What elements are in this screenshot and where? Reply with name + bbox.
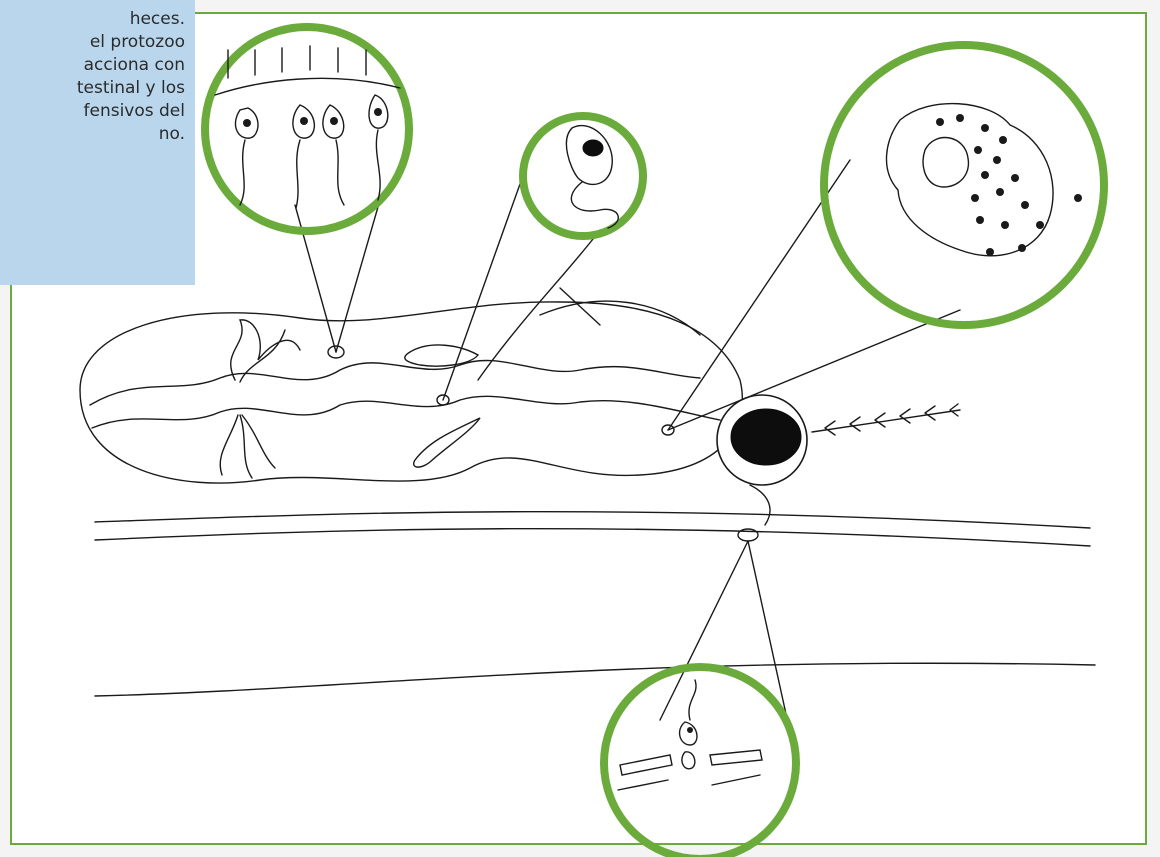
magnified-view-epithelium: [205, 27, 409, 231]
info-text-box: heces. el protozoo acciona con testinal …: [0, 0, 195, 285]
info-text-line: el protozoo: [0, 31, 185, 54]
magnified-view-tissue: [604, 667, 796, 857]
magnified-view-amoeba: [824, 45, 1104, 325]
magnifier-circle-amoeba: [824, 45, 1104, 325]
intestinal-wall-lines: [95, 512, 1095, 696]
info-text-line: heces.: [0, 8, 185, 31]
magnification-connectors: [295, 160, 960, 755]
misc-marks: [540, 288, 700, 335]
info-text-line: no.: [0, 123, 185, 146]
cyst-in-wall: [717, 395, 960, 525]
magnified-view-trophozoite: [523, 116, 643, 236]
gut-protozoa-forms: [220, 320, 480, 478]
info-text-line: fensivos del: [0, 100, 185, 123]
info-text-line: acciona con: [0, 54, 185, 77]
info-text-line: testinal y los: [0, 77, 185, 100]
intestine-outline: [80, 302, 742, 483]
magnifier-circle-trophozoite: [523, 116, 643, 236]
